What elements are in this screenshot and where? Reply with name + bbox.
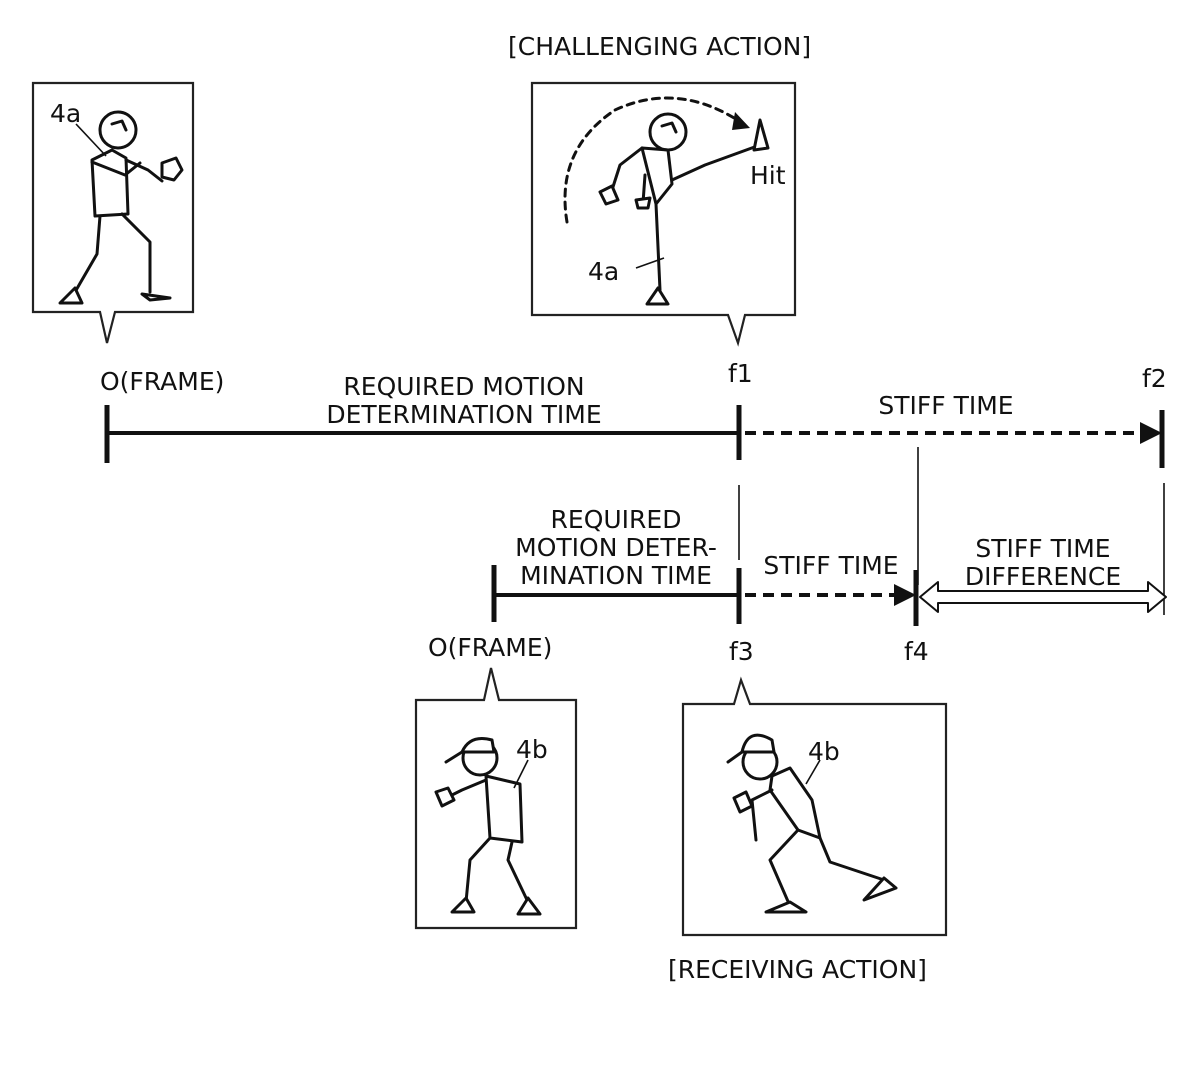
f3-label: f3 bbox=[729, 637, 754, 666]
f2-label: f2 bbox=[1142, 364, 1167, 393]
ref-label-4a-kick: 4a bbox=[588, 257, 619, 286]
stiff-time-difference-line1: STIFF TIME bbox=[975, 534, 1110, 563]
required-time-bottom-line3: MINATION TIME bbox=[520, 561, 712, 590]
receiving-action-label: [RECEIVING ACTION] bbox=[668, 955, 927, 984]
f1-label: f1 bbox=[728, 359, 753, 388]
ref-label-4b-left: 4b bbox=[516, 735, 548, 764]
stiff-time-top-label: STIFF TIME bbox=[878, 391, 1013, 420]
stiff-time-bottom-label: STIFF TIME bbox=[763, 551, 898, 580]
stick-figure-4b-receive bbox=[726, 733, 898, 914]
frame-zero-label-top: O(FRAME) bbox=[100, 367, 224, 396]
required-time-bottom-line2: MOTION DETER- bbox=[515, 533, 717, 562]
timeline-challenging: O(FRAME) f1 f2 REQUIRED MOTION DETERMINA… bbox=[100, 359, 1167, 468]
figure-box-4b-ready: 4b bbox=[414, 667, 578, 930]
hit-label: Hit bbox=[750, 161, 786, 190]
required-time-bottom-line1: REQUIRED bbox=[551, 505, 682, 534]
stiff-time-difference-arrow bbox=[919, 581, 1167, 613]
ref-label-4b-right: 4b bbox=[808, 737, 840, 766]
required-time-top-line2: DETERMINATION TIME bbox=[326, 400, 601, 429]
ref-label-4a-top: 4a bbox=[50, 99, 81, 128]
required-time-top-line1: REQUIRED MOTION bbox=[343, 372, 584, 401]
figure-box-4a-kick: Hit 4a bbox=[530, 81, 797, 347]
stiff-time-difference-line2: DIFFERENCE bbox=[965, 562, 1121, 591]
challenging-action-label: [CHALLENGING ACTION] bbox=[508, 32, 811, 61]
timeline-receiving: REQUIRED MOTION DETER- MINATION TIME STI… bbox=[428, 505, 1167, 666]
stick-figure-4a-kick bbox=[563, 96, 770, 306]
stiff-time-bottom-arrowhead bbox=[894, 584, 916, 606]
stiff-time-top-arrowhead bbox=[1140, 422, 1162, 444]
figure-box-4a-ready: 4a bbox=[31, 81, 195, 344]
stick-figure-4b-ready bbox=[434, 737, 542, 916]
frame-zero-label-bottom: O(FRAME) bbox=[428, 633, 552, 662]
figure-box-4b-receive: 4b bbox=[681, 676, 948, 937]
stick-figure-4a-ready bbox=[58, 110, 184, 305]
arc-arrow-head-icon bbox=[732, 112, 750, 130]
f4-label: f4 bbox=[904, 637, 929, 666]
